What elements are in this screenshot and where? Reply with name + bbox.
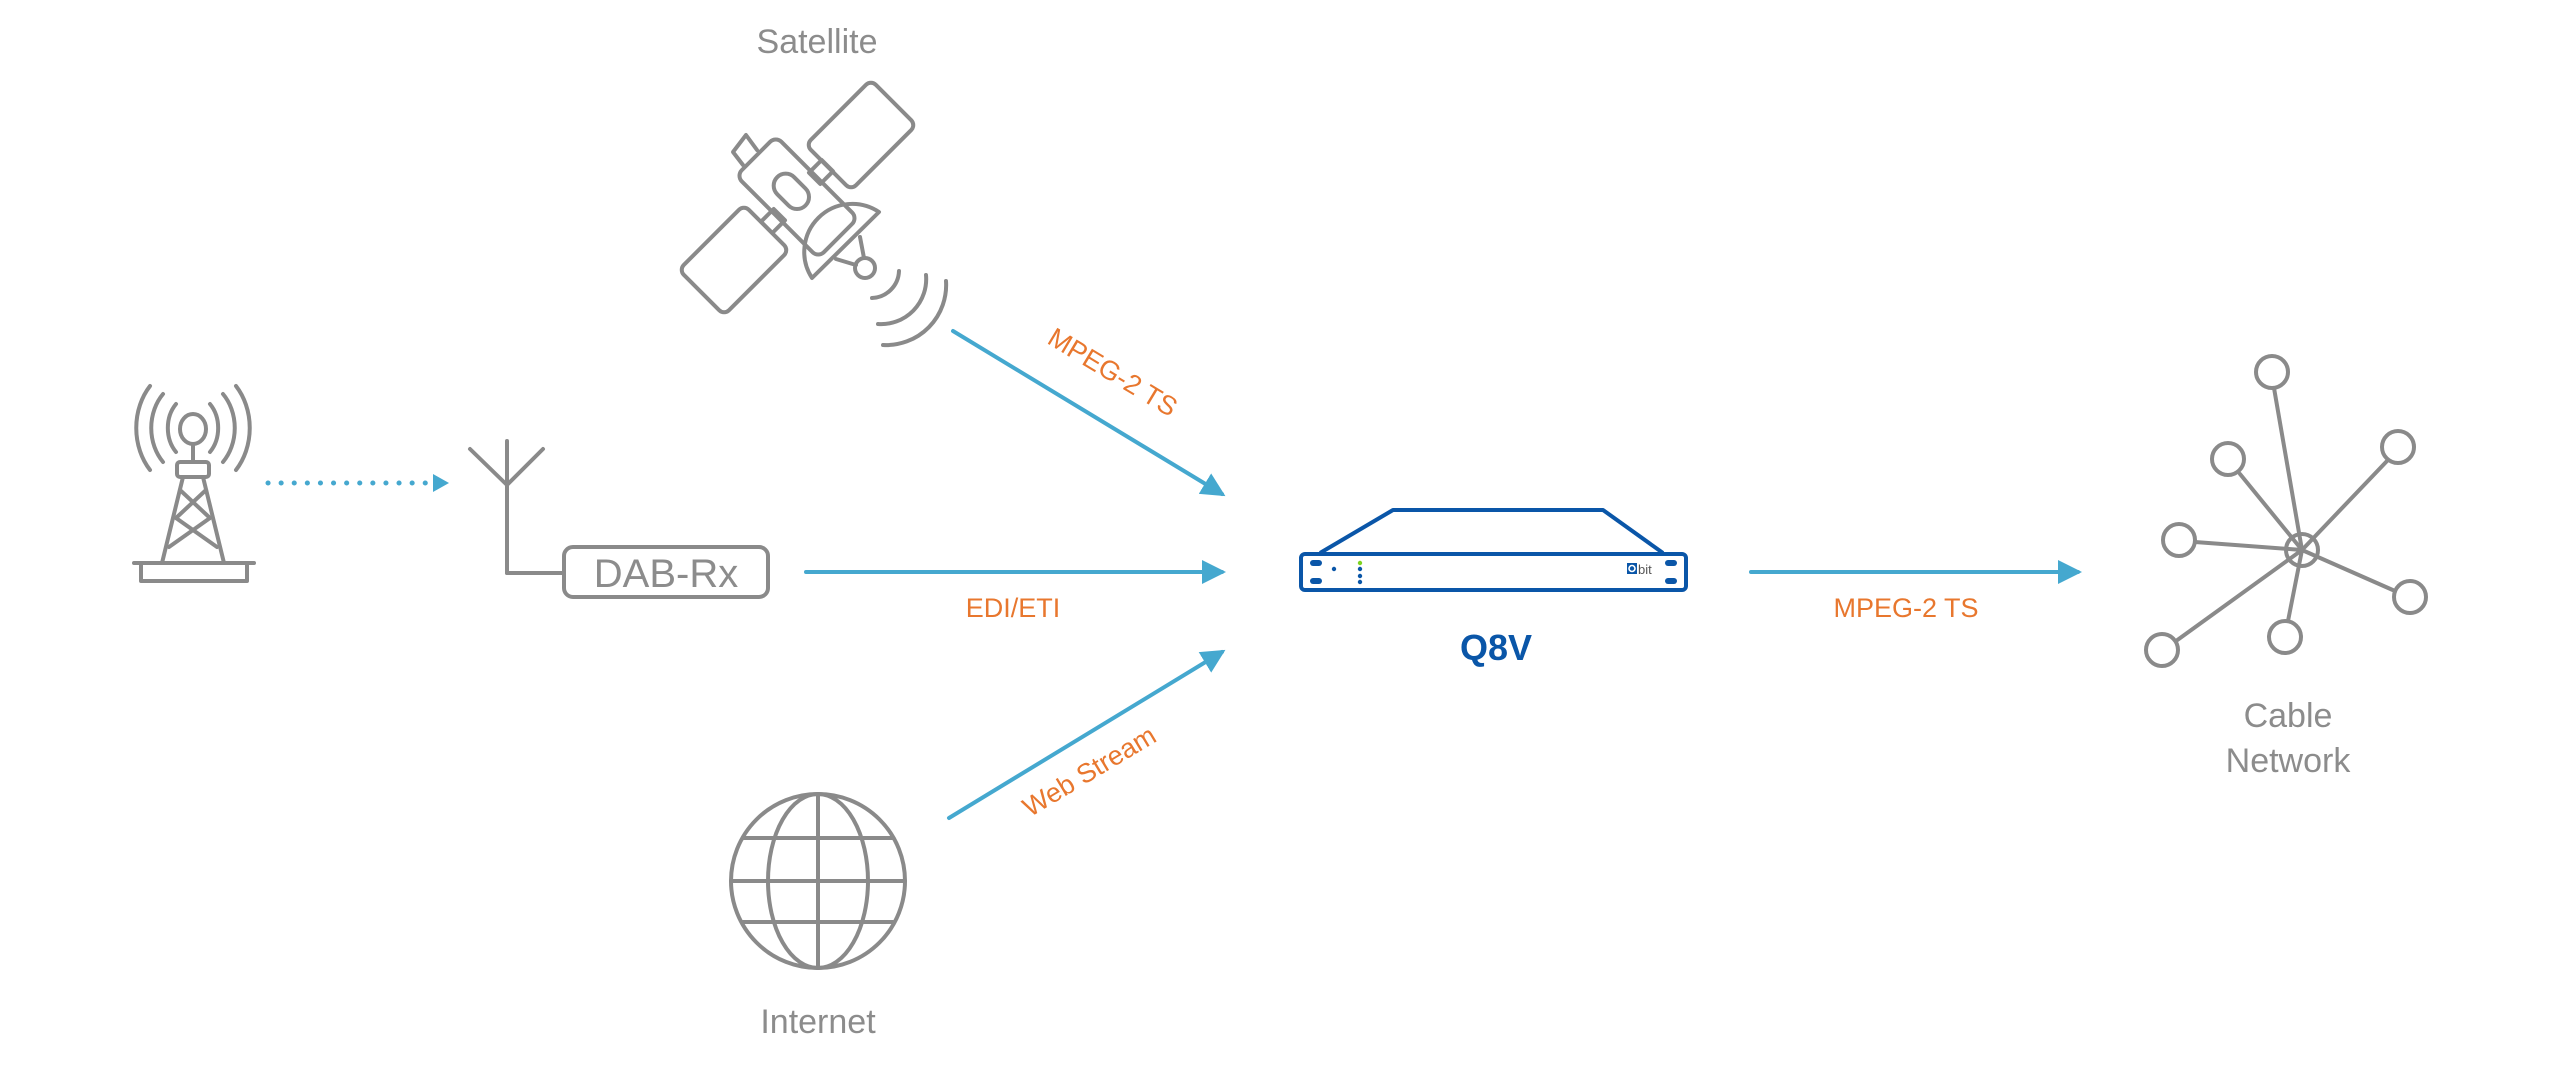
transmitter-to-receiver-arrow [265, 474, 449, 492]
dab-receiver: DAB-Rx [468, 439, 770, 599]
cable-network: Cable Network [2144, 354, 2428, 780]
rack-unit-icon: bit [1299, 508, 1688, 592]
status-led [1357, 560, 1363, 566]
cable-network-label-line1: Cable [2244, 697, 2333, 735]
dab-receiver-label: DAB-Rx [594, 552, 738, 596]
internet: Internet [729, 792, 907, 1041]
internet-edge-label: Web Stream [1018, 720, 1162, 823]
internet-to-device-arrow [947, 649, 1226, 820]
internet-label: Internet [760, 1003, 876, 1041]
satellite-to-device-arrow [951, 329, 1226, 497]
network-edge-label: MPEG-2 TS [1833, 593, 1978, 623]
q8v-device: bit Q8V [1299, 508, 1688, 668]
satellite-icon [679, 80, 949, 348]
antenna-icon [468, 439, 566, 575]
svg-text:bit: bit [1638, 562, 1652, 577]
satellite: Satellite [679, 23, 949, 348]
satellite-label: Satellite [757, 23, 878, 61]
network-star-icon [2144, 354, 2428, 668]
device-label: Q8V [1460, 627, 1532, 668]
satellite-edge-label: MPEG-2 TS [1043, 322, 1183, 422]
receiver-edge-label: EDI/ETI [966, 593, 1061, 623]
globe-icon [729, 792, 907, 970]
cable-network-label-line2: Network [2226, 742, 2352, 780]
broadcast-tower-icon [132, 384, 256, 583]
dab-receiver-box [562, 545, 770, 599]
qbit-logo: bit [1627, 562, 1652, 577]
